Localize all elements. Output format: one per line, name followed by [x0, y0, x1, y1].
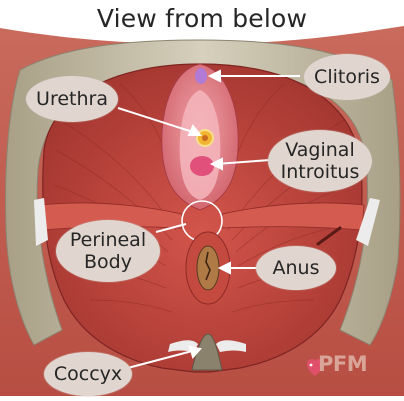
- clitoris-marker: [195, 68, 207, 84]
- vaginal-introitus-label-text: Vaginal Introitus: [281, 139, 360, 183]
- clitoris-label-text: Clitoris: [314, 66, 380, 88]
- coccyx-label-text: Coccyx: [54, 363, 122, 385]
- clitoris-label: Clitoris: [304, 54, 390, 100]
- vaginal-introitus-line2: Introitus: [281, 161, 360, 183]
- urethra-label: Urethra: [26, 76, 118, 122]
- vaginal-introitus-label: Vaginal Introitus: [268, 130, 372, 192]
- perineal-body-line1: Perineal: [70, 229, 146, 251]
- vaginal-introitus-line1: Vaginal: [285, 139, 354, 161]
- perineal-body-label: Perineal Body: [56, 220, 160, 282]
- diagram-title: View from below: [0, 4, 404, 33]
- perineal-body-label-text: Perineal Body: [70, 229, 146, 273]
- anus-label: Anus: [256, 246, 336, 290]
- urethra-label-text: Urethra: [36, 88, 108, 110]
- perineal-body-line2: Body: [84, 251, 132, 273]
- anus-label-text: Anus: [273, 257, 320, 279]
- vaginal-introitus-marker: [190, 156, 214, 176]
- brand-logo-text: PFM: [318, 352, 367, 376]
- coccyx-label: Coccyx: [44, 352, 132, 396]
- urethra-center: [202, 135, 208, 141]
